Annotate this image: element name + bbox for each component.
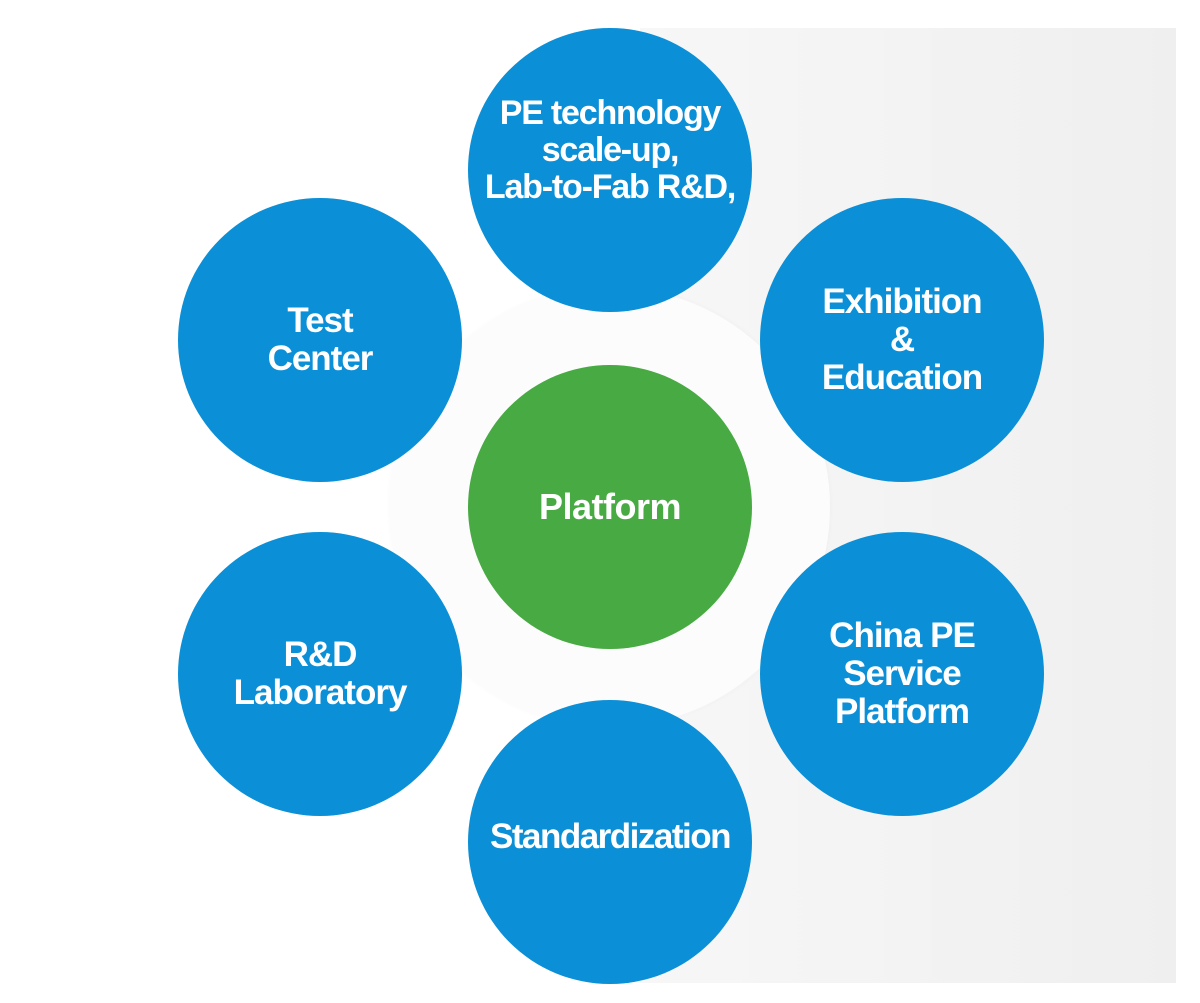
node-exhibition-education-label: Exhibition & Education bbox=[821, 282, 983, 397]
node-china-pe-service-platform-label: China PE Service Platform bbox=[829, 616, 976, 731]
node-test-center: Test Center bbox=[178, 198, 462, 482]
center-node-platform: Platform bbox=[468, 365, 752, 649]
node-test-center-label: Test Center bbox=[267, 301, 374, 378]
node-pe-technology: PE technology scale-up, Lab-to-Fab R&D, bbox=[468, 28, 752, 312]
node-china-pe-service-platform: China PE Service Platform bbox=[760, 532, 1044, 816]
center-node-label: Platform bbox=[538, 486, 682, 527]
node-standardization-label: Standardization bbox=[489, 817, 732, 856]
node-pe-technology-label: PE technology scale-up, Lab-to-Fab R&D, bbox=[484, 93, 736, 206]
node-exhibition-education: Exhibition & Education bbox=[760, 198, 1044, 482]
node-standardization: Standardization bbox=[468, 700, 752, 984]
node-rd-laboratory-label: R&D Laboratory bbox=[233, 635, 408, 712]
node-rd-laboratory: R&D Laboratory bbox=[178, 532, 462, 816]
